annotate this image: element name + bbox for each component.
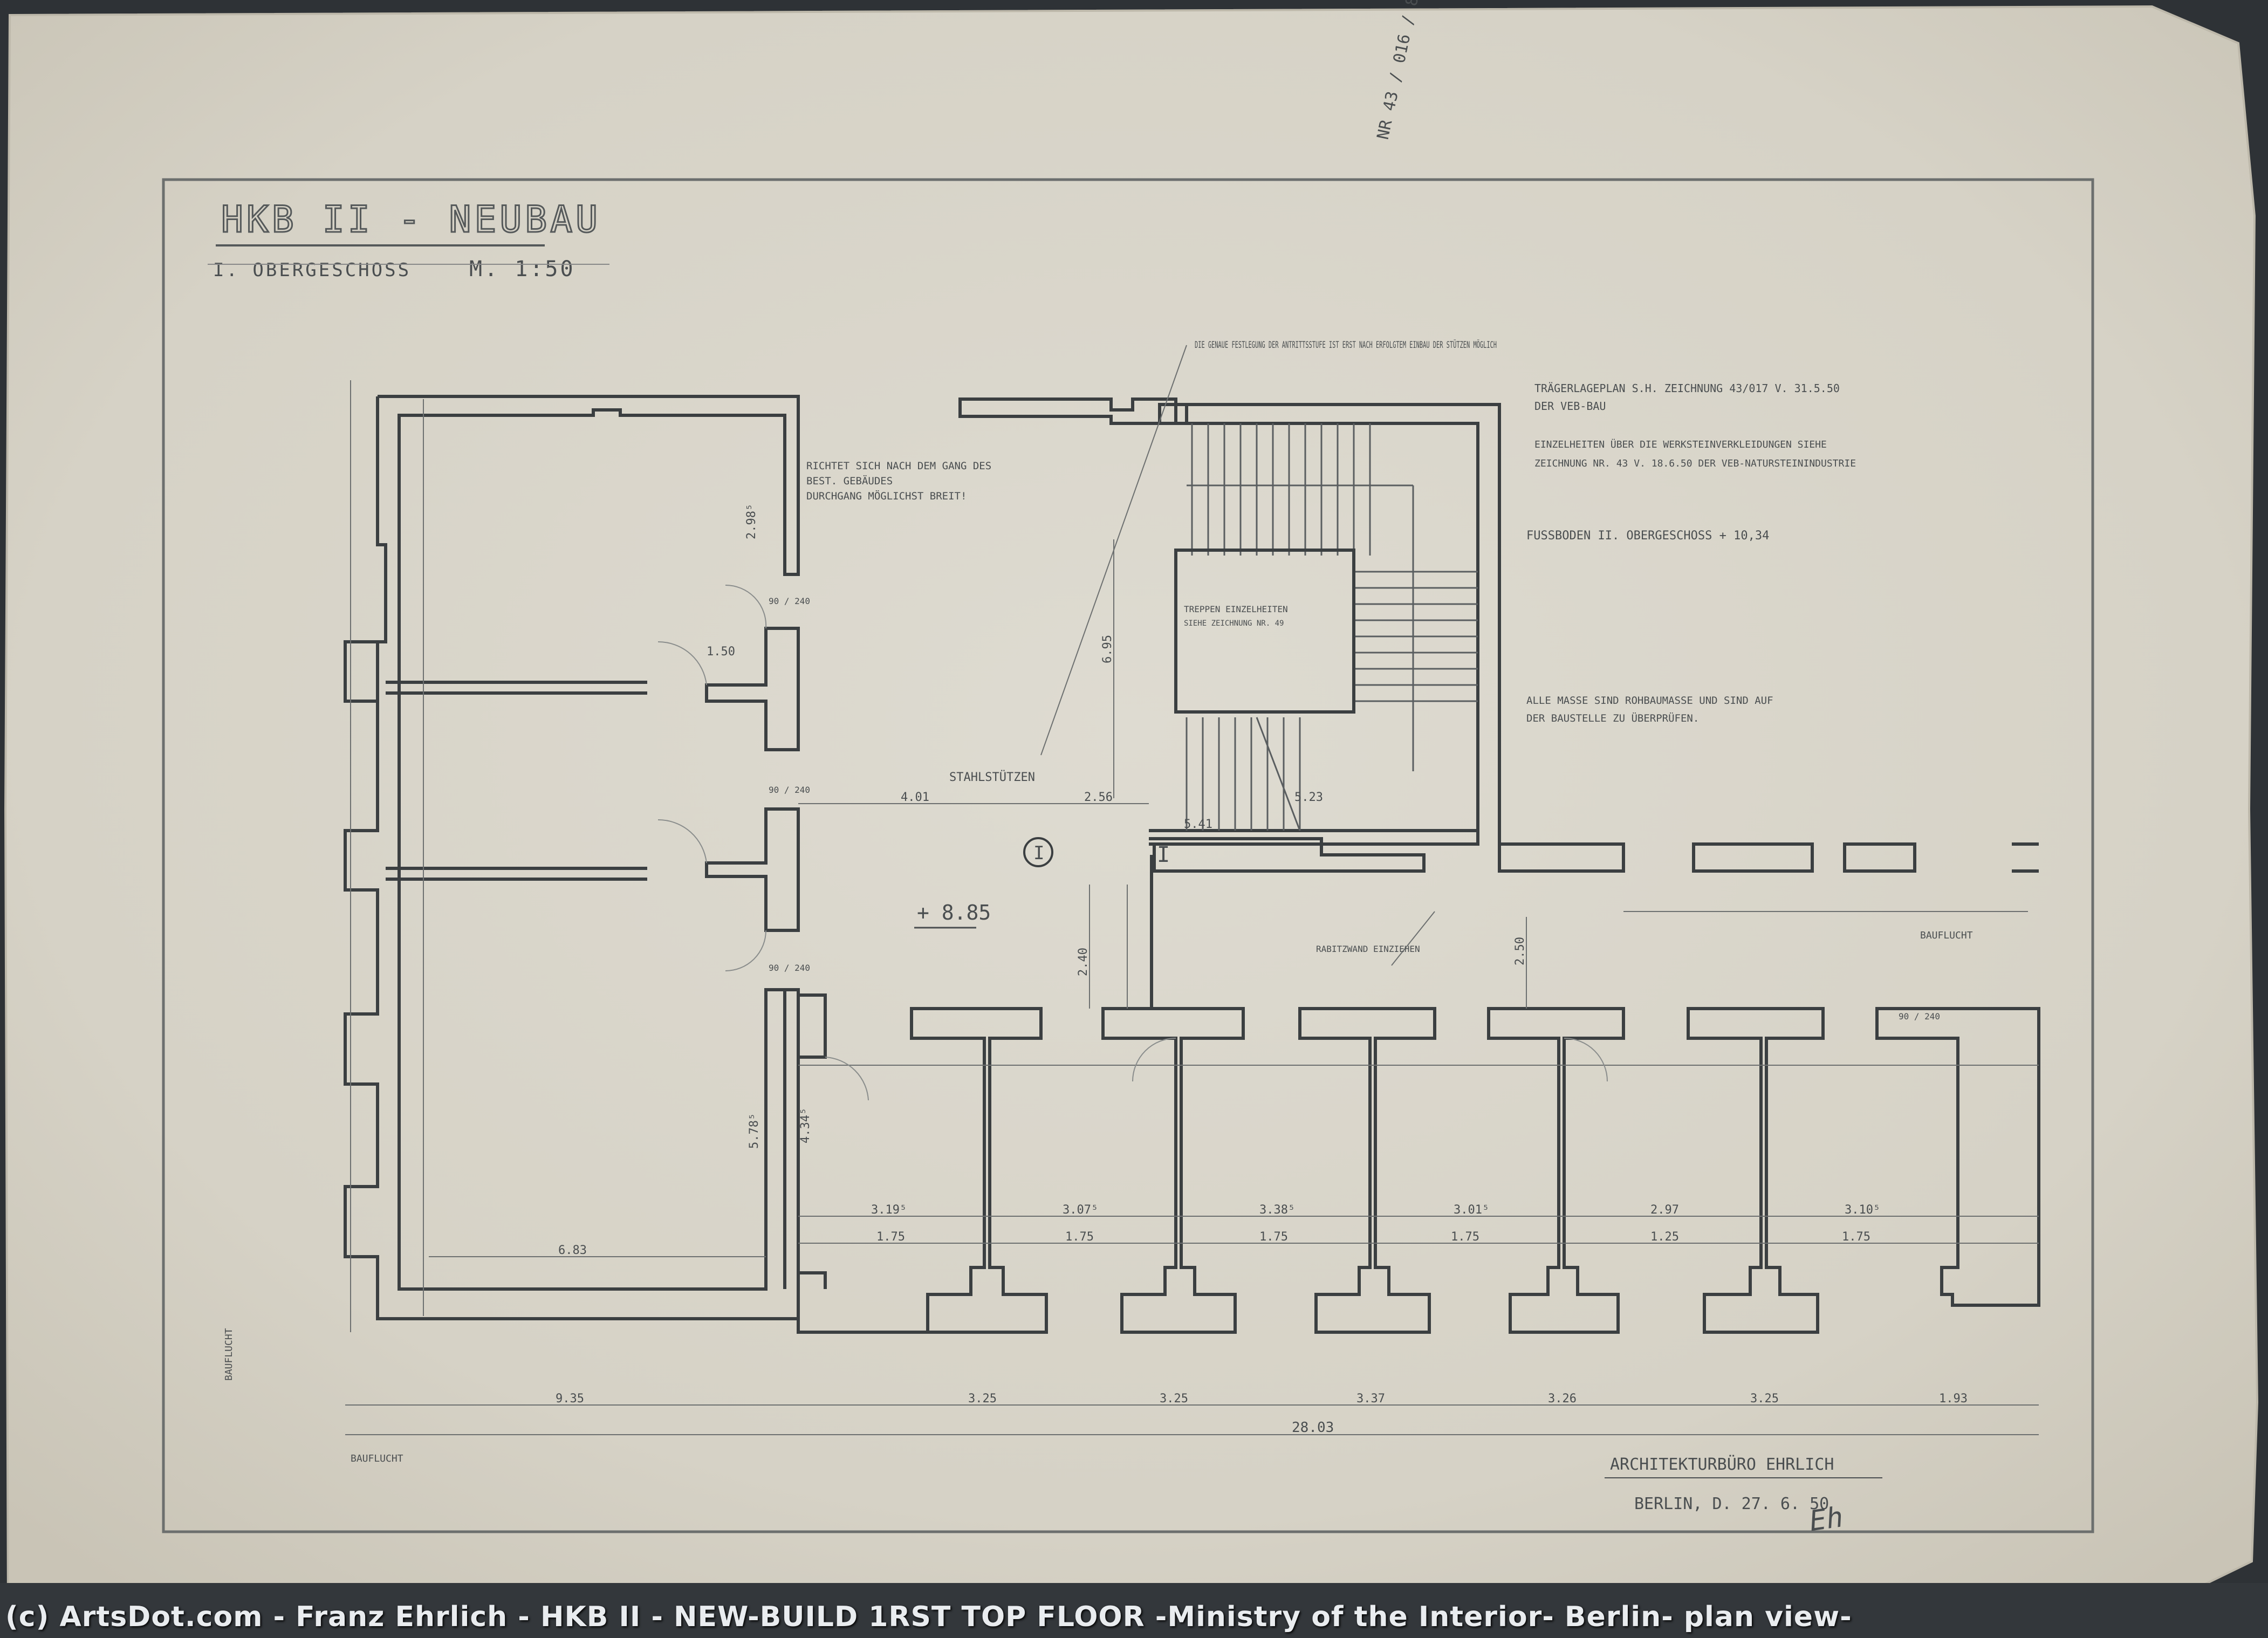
dim-256: 2.56 <box>1084 791 1113 804</box>
column-marker-label: I <box>1033 842 1044 864</box>
dim-150: 1.50 <box>707 645 735 659</box>
column-marker-circle <box>1023 837 1053 867</box>
dim-90-240-d: 90 / 240 <box>1899 1011 1940 1022</box>
dim-175-c: 1.75 <box>1259 1230 1288 1244</box>
dimension-lines <box>345 345 2039 1435</box>
watermark-caption: (c) ArtsDot.com - Franz Ehrlich - HKB II… <box>5 1601 1852 1633</box>
dim-695: 6.95 <box>1101 635 1114 663</box>
note-bauflucht-1: BAUFLUCHT <box>223 1328 235 1381</box>
dim-3385: 3.38⁵ <box>1259 1203 1295 1217</box>
dim-175-e: 1.75 <box>1842 1230 1870 1244</box>
title-floor: I. OBERGESCHOSS <box>213 259 411 281</box>
note-stair-detail-2: SIEHE ZEICHNUNG NR. 49 <box>1184 619 1284 628</box>
title-main: HKB II - NEUBAU <box>221 198 601 241</box>
dim-326: 3.26 <box>1548 1392 1577 1406</box>
note-masse-1: ALLE MASSE SIND ROHBAUMASSE UND SIND AUF <box>1526 695 1773 707</box>
dim-325-b: 3.25 <box>1160 1392 1188 1406</box>
office-name: ARCHITEKTURBÜRO EHRLICH <box>1610 1455 1834 1474</box>
column-marker-label-2: I <box>1157 842 1170 867</box>
stair-well <box>1174 549 1355 714</box>
dim-175-a: 1.75 <box>876 1230 905 1244</box>
dim-175-d: 1.75 <box>1451 1230 1479 1244</box>
dim-325-a: 3.25 <box>968 1392 997 1406</box>
dim-297: 2.97 <box>1650 1203 1679 1217</box>
dim-683: 6.83 <box>558 1244 587 1257</box>
note-bauflucht-2: BAUFLUCHT <box>351 1453 403 1464</box>
note-stahlstuetzen: STAHLSTÜTZEN <box>949 770 1035 784</box>
dim-193: 1.93 <box>1939 1392 1968 1406</box>
note-fussboden: FUSSBODEN II. OBERGESCHOSS + 10,34 <box>1526 529 1769 543</box>
title-block: HKB II - NEUBAU I. OBERGESCHOSS M. 1:50 <box>208 198 609 282</box>
dim-401: 4.01 <box>901 791 929 804</box>
office-stamp: ARCHITEKTURBÜRO EHRLICH BERLIN, D. 27. 6… <box>1605 1455 1882 1538</box>
dim-935: 9.35 <box>556 1392 584 1406</box>
dim-175-b: 1.75 <box>1065 1230 1094 1244</box>
dim-3105: 3.10⁵ <box>1845 1203 1880 1217</box>
dim-125: 1.25 <box>1650 1230 1679 1244</box>
dim-total: 28.03 <box>1292 1420 1334 1436</box>
note-level: + 8.85 <box>917 901 991 924</box>
walls <box>344 395 2040 1334</box>
dim-3015: 3.01⁵ <box>1454 1203 1489 1217</box>
dim-325-c: 3.25 <box>1750 1392 1779 1406</box>
signature: Eh <box>1807 1501 1845 1538</box>
dim-3075: 3.07⁵ <box>1063 1203 1098 1217</box>
note-werkstein-1: EINZELHEITEN ÜBER DIE WERKSTEINVERKLEIDU… <box>1534 438 1827 450</box>
dim-578: 5.78⁵ <box>748 1113 761 1149</box>
column-marker-group: I I <box>1023 837 1170 867</box>
note-corridor-3: DURCHGANG MÖGLICHST BREIT! <box>806 490 967 502</box>
dim-541: 5.41 <box>1184 818 1212 831</box>
door-swings <box>657 584 1608 1101</box>
dim-250: 2.50 <box>1513 937 1527 965</box>
note-traeger-2: DER VEB-BAU <box>1534 400 1606 413</box>
paper-sheet <box>4 5 2259 1615</box>
dimension-labels: 4.01 2.56 5.23 5.41 6.95 2.40 2.50 6.83 … <box>556 504 1968 1436</box>
note-corridor-1: RICHTET SICH NACH DEM GANG DES <box>806 460 991 472</box>
dim-3195: 3.19⁵ <box>871 1203 907 1217</box>
dim-2985: 2.98⁵ <box>745 504 758 539</box>
dim-90-240-c: 90 / 240 <box>769 963 810 973</box>
dim-240: 2.40 <box>1077 948 1090 976</box>
dim-523: 5.23 <box>1294 791 1323 804</box>
dim-337: 3.37 <box>1356 1392 1385 1406</box>
note-werkstein-2: ZEICHNUNG NR. 43 V. 18.6.50 DER VEB-NATU… <box>1534 458 1856 469</box>
note-masse-2: DER BAUSTELLE ZU ÜBERPRÜFEN. <box>1526 712 1699 724</box>
dim-90-240-b: 90 / 240 <box>769 785 810 795</box>
note-stair-detail-1: TREPPEN EINZELHEITEN <box>1184 604 1288 614</box>
drawing-frame <box>162 178 2094 1533</box>
stair-treads <box>1186 423 1478 831</box>
note-corridor-2: BEST. GEBÄUDES <box>806 475 893 487</box>
note-stair-1: DIE GENAUE FESTLEGUNG DER ANTRITTSSTUFE … <box>1195 339 1497 351</box>
dim-434: 4.34⁵ <box>799 1108 812 1143</box>
office-place-date: BERLIN, D. 27. 6. 50 <box>1634 1495 1829 1513</box>
note-bauflucht-3: BAUFLUCHT <box>1920 930 1973 941</box>
note-traeger-1: TRÄGERLAGEPLAN S.H. ZEICHNUNG 43/017 V. … <box>1534 382 1840 395</box>
title-scale: M. 1:50 <box>469 257 575 282</box>
annotations: DIE GENAUE FESTLEGUNG DER ANTRITTSSTUFE … <box>223 339 1973 1464</box>
dim-90-240-a: 90 / 240 <box>769 596 810 606</box>
note-rabitz: RABITZWAND EINZIEHEN <box>1316 944 1420 954</box>
